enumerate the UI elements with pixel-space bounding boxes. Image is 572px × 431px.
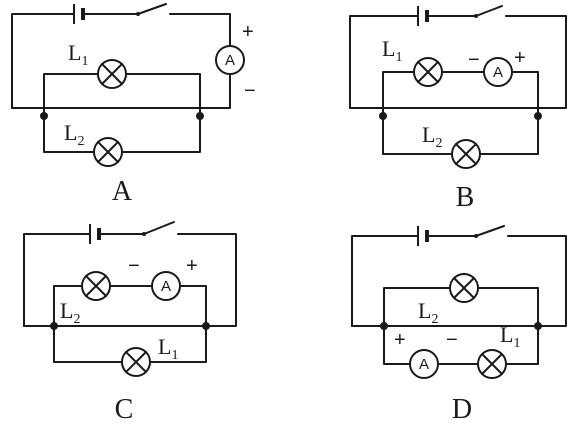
wire xyxy=(23,233,237,327)
wire xyxy=(11,73,231,109)
switch-lever xyxy=(475,225,505,237)
wire xyxy=(351,235,419,327)
circuit-b: A − + L1 L2 B xyxy=(349,5,567,213)
wire xyxy=(43,115,95,153)
wire xyxy=(349,15,419,109)
wire xyxy=(169,13,231,47)
lamp-l1-label: L1 xyxy=(68,40,88,69)
wire xyxy=(121,115,201,153)
wire xyxy=(383,287,451,327)
ammeter-minus-terminal: − xyxy=(244,80,256,102)
wire xyxy=(125,73,201,117)
wire xyxy=(179,285,207,327)
ammeter-symbol: A xyxy=(493,64,503,81)
ammeter-plus-terminal: + xyxy=(394,329,406,351)
circuit-a: A + − L1 L2 A xyxy=(11,3,256,207)
ammeter-plus-terminal: + xyxy=(514,47,526,69)
junction-node xyxy=(534,112,542,120)
ammeter-symbol: A xyxy=(225,52,235,69)
circuit-caption: A xyxy=(112,176,133,207)
lamp-l1-cross xyxy=(417,61,439,83)
ammeter-symbol: A xyxy=(161,278,171,295)
circuit-d: A + − L2 L1 D xyxy=(351,225,567,425)
wire xyxy=(149,325,207,363)
lamp-l1-cross xyxy=(481,353,503,375)
lamp-l2-cross xyxy=(455,143,477,165)
wire xyxy=(477,287,539,327)
circuit-caption: B xyxy=(456,182,475,213)
lamp-l1-cross xyxy=(125,351,147,373)
wire xyxy=(43,73,99,117)
switch-lever xyxy=(137,3,167,15)
wire xyxy=(23,233,91,327)
wire xyxy=(505,325,539,365)
wire xyxy=(53,285,83,327)
circuit-c: A − + L2 L1 C xyxy=(23,221,237,425)
circuit-caption: C xyxy=(115,394,134,425)
circuit-caption: D xyxy=(452,394,472,425)
wire xyxy=(479,115,539,155)
wire xyxy=(351,235,567,327)
lamp-l1-label: L1 xyxy=(158,334,178,363)
ammeter-symbol: A xyxy=(419,356,429,373)
wire xyxy=(11,13,75,109)
lamp-l2-cross xyxy=(453,277,475,299)
switch-lever xyxy=(143,221,175,235)
ammeter-minus-terminal: − xyxy=(128,255,140,277)
wire xyxy=(349,15,567,109)
wire xyxy=(511,71,539,117)
wire xyxy=(382,71,415,117)
ammeter-minus-terminal: − xyxy=(468,49,480,71)
ammeter-minus-terminal: − xyxy=(446,329,458,351)
wire xyxy=(53,325,123,363)
ammeter-plus-terminal: + xyxy=(186,255,198,277)
junction-node xyxy=(196,112,204,120)
lamp-l1-label: L1 xyxy=(382,36,402,65)
junction-node xyxy=(202,322,210,330)
ammeter-plus-terminal: + xyxy=(242,21,254,43)
lamp-l1-label: L1 xyxy=(500,322,520,351)
lamp-l2-label: L2 xyxy=(422,122,442,151)
junction-node xyxy=(50,322,58,330)
lamp-l2-label: L2 xyxy=(60,298,80,327)
junction-node xyxy=(380,322,388,330)
junction-node xyxy=(40,112,48,120)
lamp-l2-label: L2 xyxy=(418,298,438,327)
lamp-l1-cross xyxy=(101,63,123,85)
lamp-l2-cross xyxy=(97,141,119,163)
lamp-l2-cross xyxy=(85,275,107,297)
lamp-l2-label: L2 xyxy=(64,120,84,149)
wire xyxy=(383,325,411,365)
wire xyxy=(382,115,453,155)
junction-node xyxy=(379,112,387,120)
junction-node xyxy=(534,322,542,330)
switch-lever xyxy=(475,5,503,17)
